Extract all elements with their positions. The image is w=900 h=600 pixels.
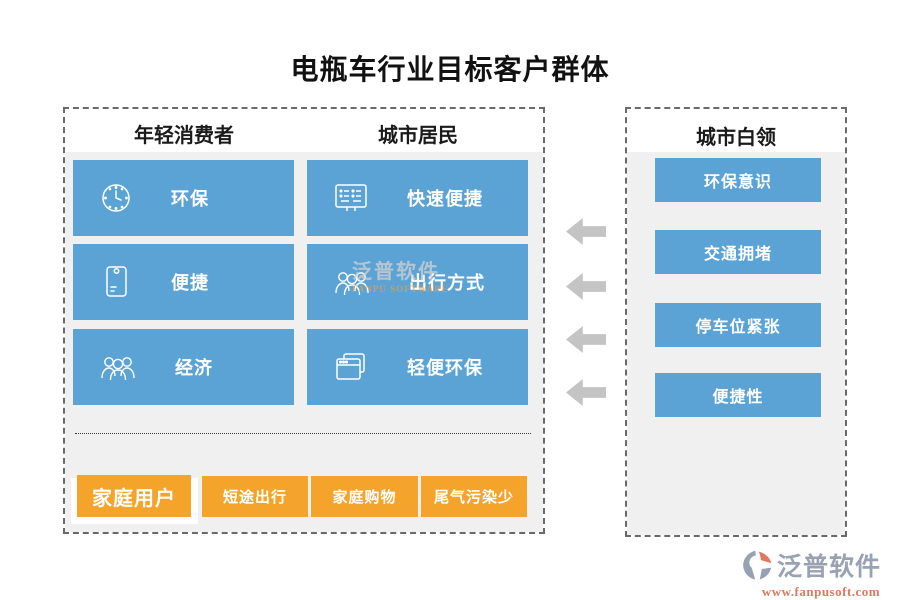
- clock-icon: [102, 184, 130, 212]
- feature-label: 便捷: [171, 273, 209, 293]
- people-group-icon: [335, 272, 369, 296]
- whitecollar-box-env-awareness: 环保意识: [655, 158, 821, 202]
- tag-low-emissions: 尾气污染少: [421, 476, 527, 517]
- feature-label: 轻便环保: [407, 358, 483, 378]
- feature-box-bianjie: 便捷: [73, 244, 294, 320]
- page-title: 电瓶车行业目标客户群体: [290, 55, 610, 86]
- feature-box-chuxing-fangshi: 出行方式: [307, 244, 528, 320]
- feature-label: 环保: [171, 189, 209, 209]
- column-header-white-collar: 城市白领: [696, 127, 776, 149]
- fanpu-logo-icon: [743, 550, 772, 580]
- left-arrow-icon: [566, 326, 606, 353]
- tag-family-shopping: 家庭购物: [311, 476, 418, 517]
- column-header-young-consumers: 年轻消费者: [134, 125, 234, 147]
- left-arrow-icon: [566, 379, 606, 406]
- people-group-icon: [101, 357, 135, 381]
- right-panel: 城市白领 环保意识 交通拥堵 停车位紧张 便捷性: [625, 107, 847, 537]
- form-list-icon: [335, 184, 367, 211]
- dotted-divider: [75, 433, 531, 434]
- left-panel: 年轻消费者 城市居民 环保 便捷 经济: [63, 107, 545, 534]
- feature-box-qingbian-huanbao: 轻便环保: [307, 329, 528, 405]
- left-arrow-icon: [566, 273, 606, 300]
- feature-box-huanbao: 环保: [73, 160, 294, 236]
- fanpu-logo-text: 泛普软件: [777, 554, 882, 581]
- whitecollar-box-parking-shortage: 停车位紧张: [655, 303, 821, 347]
- tag-short-trips: 短途出行: [202, 476, 308, 517]
- tag-family-users: 家庭用户: [77, 475, 191, 517]
- feature-box-kuaisu-bianjie: 快速便捷: [307, 160, 528, 236]
- fanpu-logo-url: www.fanpusoft.com: [761, 584, 881, 599]
- feature-label: 快速便捷: [407, 189, 483, 209]
- envelope-icon: [106, 266, 127, 297]
- column-header-urban-residents: 城市居民: [378, 125, 458, 147]
- feature-label: 出行方式: [409, 273, 485, 293]
- fanpu-logo: 泛普软件 www.fanpusoft.com: [741, 547, 900, 600]
- feature-box-jingji: 经济: [73, 329, 294, 405]
- feature-label: 经济: [175, 358, 213, 378]
- left-arrow-icon: [566, 218, 606, 245]
- whitecollar-box-convenience: 便捷性: [655, 373, 821, 417]
- whitecollar-box-traffic-jam: 交通拥堵: [655, 230, 821, 274]
- stacked-windows-icon: [336, 353, 365, 380]
